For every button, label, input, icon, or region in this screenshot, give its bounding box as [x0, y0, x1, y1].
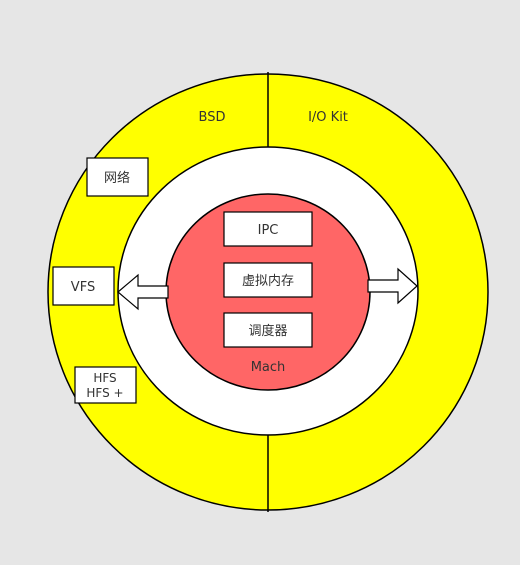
- left-arrow: [117, 273, 169, 311]
- vfs-label: VFS: [71, 280, 95, 295]
- io-kit-label: I/O Kit: [308, 110, 348, 125]
- network-box: [86, 157, 149, 197]
- hfs-box: [74, 366, 137, 404]
- hfs-plus-label: HFS +: [86, 386, 123, 400]
- virtual-memory-label: 虚拟内存: [242, 273, 294, 289]
- right-arrow: [367, 267, 418, 305]
- scheduler-box: [223, 312, 313, 348]
- mach-label: Mach: [251, 360, 286, 375]
- vfs-box: [52, 266, 115, 306]
- ipc-box: [223, 211, 313, 247]
- network-label: 网络: [104, 170, 130, 186]
- virtual-memory-box: [223, 262, 313, 298]
- ipc-label: IPC: [258, 223, 279, 238]
- scheduler-label: 调度器: [248, 323, 287, 339]
- hfs-label: HFS: [93, 371, 116, 385]
- bsd-label: BSD: [199, 110, 226, 125]
